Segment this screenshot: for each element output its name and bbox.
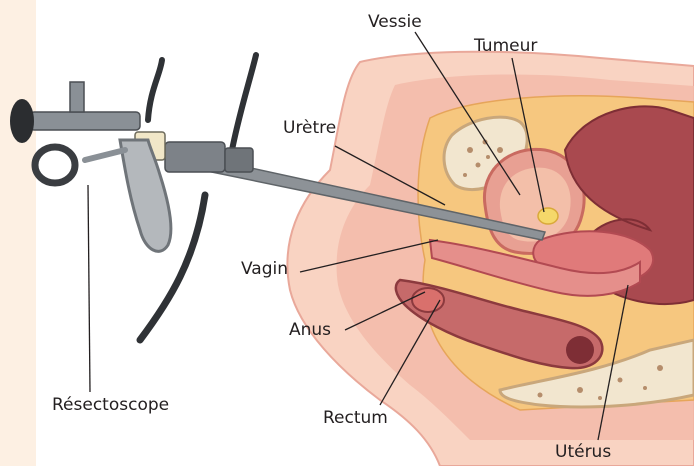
label-uretre: Urètre: [283, 118, 336, 138]
label-rectum: Rectum: [323, 408, 388, 428]
label-vagin: Vagin: [241, 259, 288, 279]
rectum-lumen: [566, 336, 594, 364]
scope-coupler: [225, 148, 253, 172]
label-resectoscope: Résectoscope: [52, 395, 169, 415]
handle-arm: [85, 150, 125, 160]
scope-body: [165, 142, 225, 172]
cable-upper-left: [148, 60, 162, 120]
label-vessie: Vessie: [368, 12, 422, 32]
anus: [412, 288, 444, 312]
telescope-tube: [30, 112, 140, 130]
tumor: [538, 208, 558, 224]
cable-upper-right: [232, 55, 256, 150]
label-anus: Anus: [289, 320, 331, 340]
leader-resectoscope: [88, 185, 90, 392]
label-uterus: Utérus: [555, 442, 611, 462]
pelvic-anatomy: [287, 52, 694, 466]
scope-valve: [70, 82, 84, 112]
thumb-ring: [35, 147, 75, 183]
label-tumeur: Tumeur: [474, 36, 537, 56]
eyepiece: [10, 99, 34, 143]
